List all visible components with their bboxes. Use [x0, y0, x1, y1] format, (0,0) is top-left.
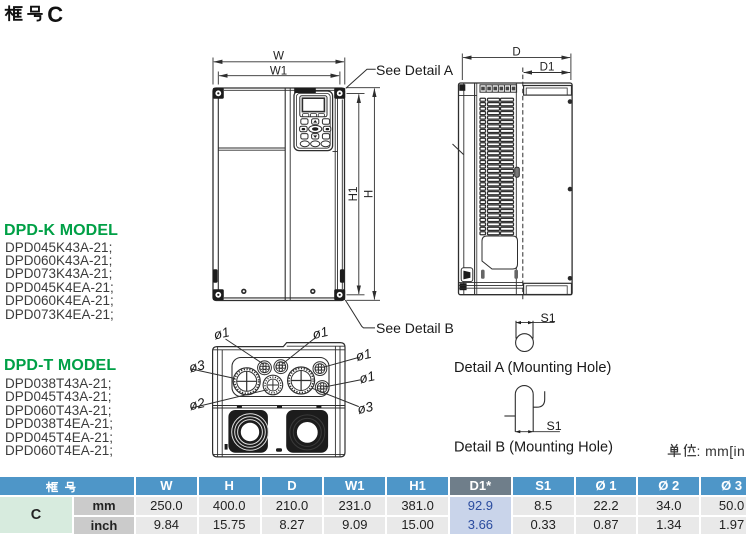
- svg-text:Detail B (Mounting Hole): Detail B (Mounting Hole): [454, 439, 613, 455]
- svg-text:ø1: ø1: [354, 346, 373, 364]
- svg-text:See Detail B: See Detail B: [376, 320, 454, 336]
- svg-text:ø1: ø1: [311, 324, 330, 342]
- svg-text:: mm[in: : mm[in: [697, 443, 746, 459]
- svg-text:ø1: ø1: [212, 324, 231, 342]
- svg-text:S1: S1: [547, 419, 562, 433]
- svg-text:ø3: ø3: [356, 399, 375, 417]
- svg-text:H: H: [363, 190, 375, 198]
- svg-text:D1: D1: [540, 62, 555, 74]
- svg-text:S1: S1: [541, 311, 556, 325]
- svg-text:ø2: ø2: [188, 395, 207, 413]
- svg-text:W1: W1: [270, 66, 287, 78]
- svg-text:Detail A (Mounting Hole): Detail A (Mounting Hole): [454, 360, 611, 376]
- svg-text:C: C: [47, 2, 63, 27]
- svg-text:ø1: ø1: [358, 368, 377, 386]
- svg-text:H1: H1: [348, 187, 360, 202]
- svg-text:See Detail A: See Detail A: [376, 62, 454, 78]
- svg-text:W: W: [273, 51, 284, 63]
- svg-text:ø3: ø3: [187, 357, 206, 375]
- svg-text:D: D: [512, 47, 520, 59]
